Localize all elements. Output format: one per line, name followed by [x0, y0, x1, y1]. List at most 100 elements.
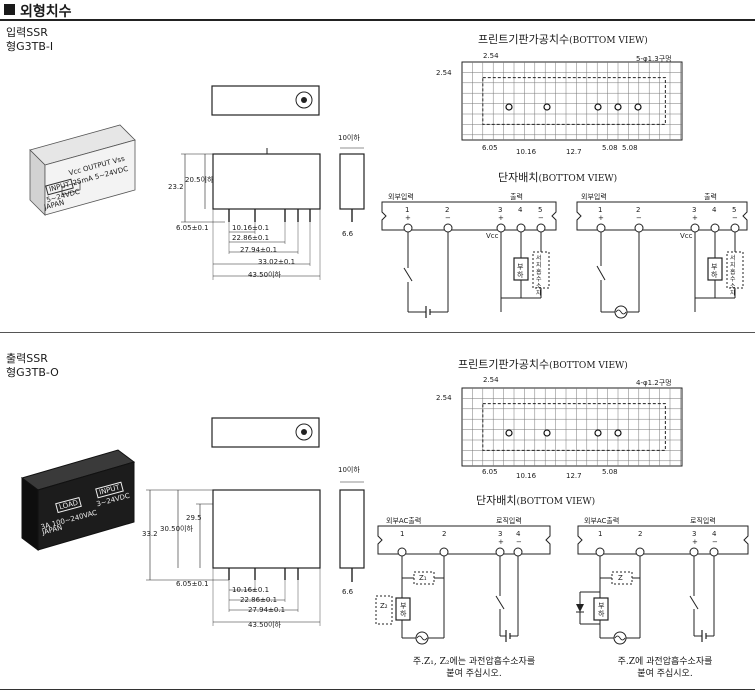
- output-front-view: [146, 489, 321, 626]
- output-ssr-photo: [20, 449, 136, 551]
- terminal2-title-en: (BOTTOM VIEW): [516, 497, 596, 507]
- pcb-hole-note: 5-φ1.3구멍: [636, 55, 672, 63]
- term2-r-group-ac: 외부AC출력: [584, 517, 620, 525]
- pcb-dim-5-08b: 5.08: [622, 144, 638, 152]
- pcb-dim-5-08a: 5.08: [602, 144, 618, 152]
- term-l-pin2: 2: [445, 206, 450, 214]
- term2-r-pin2: 2: [638, 530, 643, 538]
- dim-pitch-6-05: 6.05±0.1: [176, 224, 209, 232]
- pcb-dim-2-54-left: 2.54: [436, 69, 452, 77]
- pcb-dim-10-16: 10.16: [516, 148, 537, 156]
- pcb-hole: [634, 103, 642, 111]
- term-l-pin4: 4: [518, 206, 523, 214]
- term-l-pin1: 1: [405, 206, 410, 214]
- note-left-line2: 붙여 주십시오.: [446, 669, 502, 679]
- input-ssr-name: 입력SSR: [6, 26, 48, 39]
- pcb-dim-12-7: 12.7: [566, 148, 582, 156]
- pcb2-hole-note: 4-φ1.2구멍: [636, 379, 672, 387]
- dim2-pitch-10-16: 10.16±0.1: [232, 586, 270, 594]
- dim-pitch-33-02: 33.02±0.1: [258, 258, 296, 266]
- section-title: 외형치수: [20, 4, 72, 20]
- output-terminal-right: [576, 525, 749, 645]
- pcb-hole: [505, 429, 513, 437]
- term2-r-pin1: 1: [598, 530, 603, 538]
- term-l-surge: 서지흡수소자: [536, 255, 542, 297]
- term-l-sign1: +: [405, 214, 411, 222]
- term2-l-sign4: −: [516, 538, 522, 546]
- note-right: 주.Z에 과전압흡수소자를 붙여 주십시오.: [580, 656, 750, 680]
- pcb2-dim-12-7: 12.7: [566, 472, 582, 480]
- term2-l-pin2: 2: [442, 530, 447, 538]
- output-ssr-model: 형G3TB-O: [6, 366, 59, 379]
- header-rule: [0, 19, 755, 21]
- terminal2-title: 단자배치: [476, 494, 517, 507]
- pcb2-title: 프린트기판가공치수: [458, 358, 550, 371]
- section-divider: [0, 332, 755, 333]
- term-r-pin5: 5: [732, 206, 737, 214]
- term-l-sign5: −: [538, 214, 544, 222]
- dim-pitch-22-86: 22.86±0.1: [232, 234, 270, 242]
- term-l-sign2: −: [445, 214, 451, 222]
- dim-width-10: 10이하: [338, 134, 360, 142]
- term-l-load: 부하: [517, 263, 524, 279]
- pcb2-title-en: (BOTTOM VIEW): [549, 361, 628, 371]
- footer-rule: [0, 689, 755, 690]
- term-r-group-out: 출력: [704, 193, 717, 201]
- term2-l-group-ac: 외부AC출력: [386, 517, 422, 525]
- pcb2-dim-10-16: 10.16: [516, 472, 537, 480]
- term-l-vcc: Vcc: [486, 232, 499, 240]
- term2-l-group-logic: 로직입력: [496, 517, 522, 525]
- dim-length-43-5: 43.50이하: [248, 271, 281, 279]
- input-side-view: [339, 147, 365, 222]
- term2-r-pin4: 4: [712, 530, 717, 538]
- pcb-outline: [461, 387, 683, 467]
- dim-height-20-5: 20.5이하: [185, 176, 214, 184]
- pcb-hole: [594, 429, 602, 437]
- pcb2-dim-6-05: 6.05: [482, 468, 498, 476]
- dim-pitch-10-16: 10.16±0.1: [232, 224, 270, 232]
- term-r-load: 부하: [711, 263, 718, 279]
- dim-height-23-2: 23.2: [168, 183, 184, 191]
- term-r-group-in: 외부입력: [581, 193, 607, 201]
- term2-r-pin3: 3: [692, 530, 697, 538]
- output-side-view: [339, 481, 365, 582]
- dim2-height-30-5: 30.50이하: [160, 525, 193, 533]
- term2-l-pin4: 4: [516, 530, 521, 538]
- term-r-pin4: 4: [712, 206, 717, 214]
- term2-l-sign3: +: [498, 538, 504, 546]
- term2-r-z: Z: [618, 574, 623, 582]
- term-l-pin5: 5: [538, 206, 543, 214]
- pcb2-dim-2-54-top: 2.54: [483, 376, 499, 384]
- pcb-hole: [614, 103, 622, 111]
- pcb-title-en: (BOTTOM VIEW): [569, 36, 648, 46]
- term2-r-load: 부하: [598, 602, 605, 618]
- term-l-group-in: 외부입력: [388, 193, 414, 201]
- dim2-pitch-6-05: 6.05±0.1: [176, 580, 209, 588]
- term-r-sign2: −: [636, 214, 642, 222]
- dim2-thickness-6-6: 6.6: [342, 588, 354, 596]
- pcb-outline: [461, 61, 683, 141]
- terminal-title-en: (BOTTOM VIEW): [538, 174, 618, 184]
- term-r-sign1: +: [598, 214, 604, 222]
- dim2-width-10: 10이하: [338, 466, 360, 474]
- input-ssr-model: 형G3TB-I: [6, 40, 54, 53]
- section-header: 외형치수: [0, 0, 755, 20]
- term2-l-pin1: 1: [400, 530, 405, 538]
- term-l-sign3: +: [498, 214, 504, 222]
- output-terminal-left: [375, 525, 551, 645]
- term2-r-sign4: −: [712, 538, 718, 546]
- term2-l-z2: Z₂: [380, 602, 388, 610]
- pcb-hole: [543, 429, 551, 437]
- term-r-pin2: 2: [636, 206, 641, 214]
- term-l-pin3: 3: [498, 206, 503, 214]
- term-r-pin1: 1: [598, 206, 603, 214]
- pcb-hole: [505, 103, 513, 111]
- input-top-view: [211, 85, 320, 116]
- input-front-view: [181, 148, 321, 280]
- pcb-title: 프린트기판가공치수: [478, 33, 570, 46]
- output-ssr-name: 출력SSR: [6, 352, 48, 365]
- input-terminal-left: [381, 201, 557, 318]
- pcb-dim-2-54-top: 2.54: [483, 52, 499, 60]
- term2-l-load: 부하: [400, 602, 407, 618]
- note-left-line1: 주.Z₁, Z₂에는 과전압흡수소자를: [412, 657, 536, 667]
